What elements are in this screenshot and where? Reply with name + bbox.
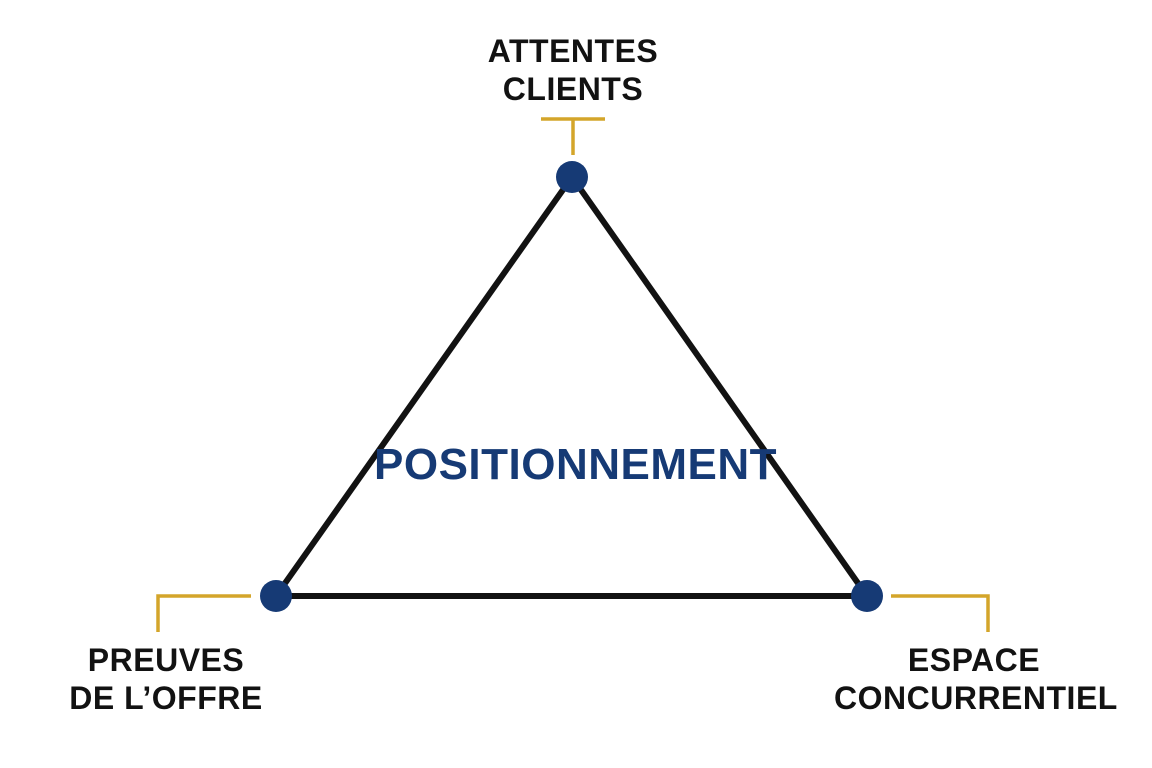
vertex-nodes bbox=[260, 161, 883, 612]
connectors bbox=[156, 117, 990, 632]
vertex-label-top: ATTENTES CLIENTS bbox=[453, 32, 693, 108]
vertex-label-top-line1: ATTENTES bbox=[487, 33, 659, 69]
vertex-label-top-line2: CLIENTS bbox=[502, 71, 644, 107]
edge-right bbox=[569, 174, 870, 599]
vertex-label-bottom-left-line1: PREUVES bbox=[87, 642, 245, 678]
center-label: POSITIONNEMENT bbox=[374, 440, 778, 489]
vertex-label-bottom-right-line1: ESPACE bbox=[907, 642, 1041, 678]
vertex-label-bottom-right-line2: CONCURRENTIEL bbox=[834, 680, 1118, 716]
connector-right bbox=[891, 594, 990, 632]
vertex-node-bottom-left bbox=[260, 580, 292, 612]
vertex-label-bottom-left: PREUVES DE L’OFFRE bbox=[46, 641, 286, 717]
edge-left bbox=[273, 174, 575, 599]
connector-top bbox=[541, 117, 605, 155]
connector-left bbox=[156, 594, 251, 632]
vertex-label-bottom-left-line2: DE L’OFFRE bbox=[69, 680, 263, 716]
vertex-node-bottom-right bbox=[851, 580, 883, 612]
triangle-edges bbox=[273, 174, 870, 599]
vertex-label-bottom-right: ESPACE CONCURRENTIEL bbox=[834, 641, 1118, 717]
vertex-node-top bbox=[556, 161, 588, 193]
